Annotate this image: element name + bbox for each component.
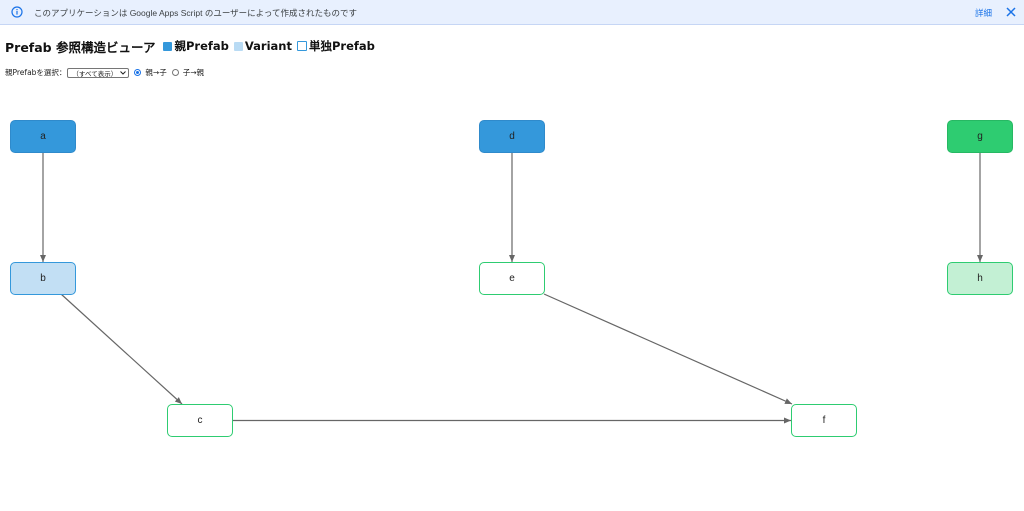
controls-row: 親Prefabを選択： （すべて表示） 親→子 子→親	[5, 67, 204, 78]
graph-node-a[interactable]: a	[10, 120, 76, 153]
graph-node-b[interactable]: b	[10, 262, 76, 295]
chevron-down-icon	[120, 70, 127, 75]
details-link[interactable]: 詳細	[975, 8, 993, 18]
edge-e-to-f	[543, 293, 793, 405]
select-value: （すべて表示）	[72, 69, 118, 78]
graph-node-label: f	[822, 415, 826, 426]
graph-node-c[interactable]: c	[167, 404, 233, 437]
radio-parent-to-child[interactable]	[134, 69, 142, 76]
legend-swatch-parent	[163, 41, 173, 51]
legend-item-variant: Variant	[233, 39, 292, 53]
graph-node-label: d	[509, 131, 515, 142]
graph-node-h[interactable]: h	[947, 262, 1013, 295]
legend-swatch-variant	[233, 41, 243, 51]
edge-b-to-c	[60, 293, 183, 405]
radio-label-parent-to-child: 親→子	[145, 68, 167, 77]
graph-node-d[interactable]: d	[479, 120, 545, 153]
close-icon[interactable]	[1005, 6, 1017, 18]
legend-label-parent: 親Prefab	[174, 39, 229, 53]
apps-script-banner: このアプリケーションは Google Apps Script のユーザーによって…	[0, 0, 1024, 25]
legend-item-parent: 親Prefab	[163, 38, 229, 54]
graph-node-label: a	[40, 131, 46, 142]
graph-node-label: b	[40, 273, 46, 284]
graph-node-label: e	[509, 273, 515, 284]
graph-node-e[interactable]: e	[479, 262, 545, 295]
radio-child-to-parent[interactable]	[171, 69, 179, 76]
parent-prefab-select[interactable]: （すべて表示）	[67, 67, 130, 78]
legend-item-standalone: 単独Prefab	[296, 38, 375, 54]
radio-label-child-to-parent: 子→親	[182, 68, 205, 77]
legend-label-variant: Variant	[244, 39, 292, 53]
graph-node-g[interactable]: g	[947, 120, 1013, 153]
title-row: Prefab 参照構造ビューア 親Prefab Variant 単独Prefab	[5, 38, 380, 55]
page-title: Prefab 参照構造ビューア	[5, 39, 156, 55]
legend-swatch-standalone	[296, 41, 307, 51]
info-icon	[11, 6, 23, 18]
graph-node-label: h	[977, 273, 983, 284]
legend-label-standalone: 単独Prefab	[308, 39, 375, 53]
graph-node-f[interactable]: f	[791, 404, 857, 437]
graph-node-label: g	[977, 131, 983, 142]
banner-text: このアプリケーションは Google Apps Script のユーザーによって…	[34, 8, 357, 18]
select-label: 親Prefabを選択：	[5, 68, 67, 77]
graph-node-label: c	[197, 415, 203, 426]
